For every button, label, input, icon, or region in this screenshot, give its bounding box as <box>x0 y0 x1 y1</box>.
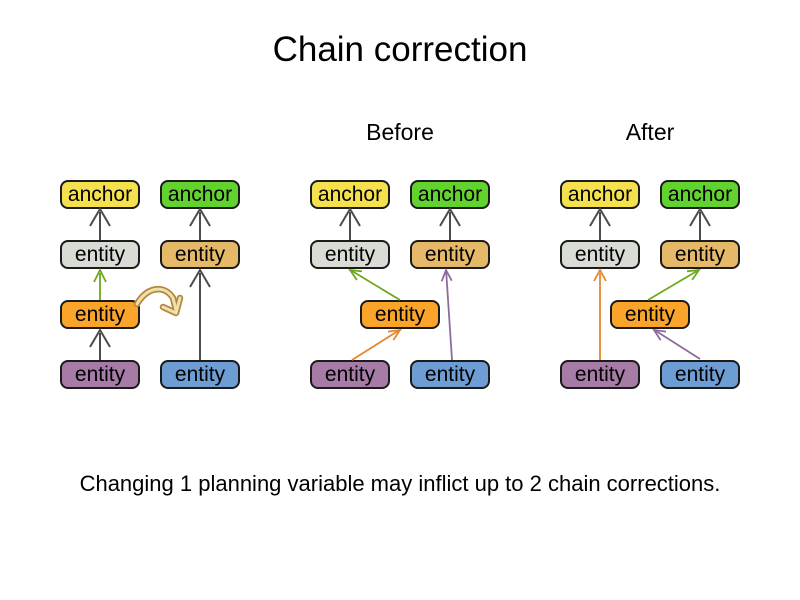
entity-box-tan: entity <box>660 240 740 269</box>
up-arrow-dark <box>589 207 611 240</box>
up-arrow-green <box>93 267 107 300</box>
entity-box-purple: entity <box>310 360 390 389</box>
entity-box-blue: entity <box>410 360 490 389</box>
after-label: After <box>625 119 675 145</box>
diagonal-arrow-green <box>348 268 401 301</box>
curved-move-arrow <box>133 286 184 317</box>
caption-text: Changing 1 planning variable may inflict… <box>79 471 721 496</box>
entity-box-orange: entity <box>60 300 140 329</box>
page-title: Chain correction <box>272 30 528 69</box>
entity-box-tan: entity <box>410 240 490 269</box>
up-arrow-dark <box>189 207 211 240</box>
entity-box-blue: entity <box>660 360 740 389</box>
entity-box-blue: entity <box>160 360 240 389</box>
entity-box-purple: entity <box>560 360 640 389</box>
entity-box-purple: entity <box>60 360 140 389</box>
entity-box-tan: entity <box>160 240 240 269</box>
before-label: Before <box>366 119 434 145</box>
entity-box-orange: entity <box>610 300 690 329</box>
up-arrow-dark <box>89 207 111 240</box>
entity-box-gray: entity <box>60 240 140 269</box>
entity-box-gray: entity <box>560 240 640 269</box>
anchor-box-yellow: anchor <box>60 180 140 209</box>
up-arrow-dark <box>89 328 111 360</box>
diagonal-arrow-purple <box>652 328 701 360</box>
entity-box-gray: entity <box>310 240 390 269</box>
up-arrow-dark <box>189 268 211 360</box>
up-arrow-dark <box>689 207 711 240</box>
up-arrow-purple <box>440 267 453 361</box>
diagonal-arrow-orange <box>351 328 402 361</box>
anchor-box-yellow: anchor <box>310 180 390 209</box>
up-arrow-dark <box>339 207 361 240</box>
up-arrow-dark <box>439 207 461 240</box>
anchor-box-yellow: anchor <box>560 180 640 209</box>
up-arrow-orange <box>593 268 607 360</box>
anchor-box-green: anchor <box>660 180 740 209</box>
entity-box-orange: entity <box>360 300 440 329</box>
diagonal-arrow-green <box>647 268 701 301</box>
anchor-box-green: anchor <box>410 180 490 209</box>
anchor-box-green: anchor <box>160 180 240 209</box>
